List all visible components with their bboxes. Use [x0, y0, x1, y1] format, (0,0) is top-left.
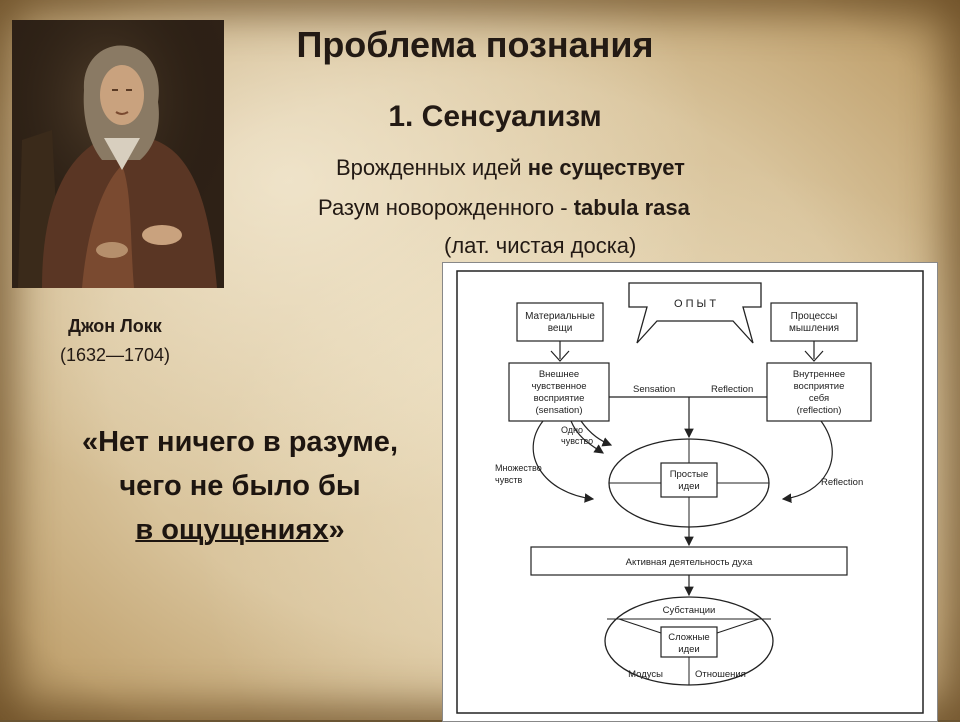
- ellipse-divider: [716, 618, 760, 634]
- page-title: Проблема познания: [296, 24, 654, 65]
- author-caption: Джон Локк (1632—1704): [10, 316, 220, 366]
- statement-text: Врожденных идей: [336, 155, 528, 180]
- internal-perception-line4: (reflection): [797, 405, 842, 416]
- material-things-line1: Материальные: [525, 311, 595, 322]
- substances-label: Субстанции: [663, 605, 716, 616]
- one-sense-line2: чувство: [561, 436, 593, 446]
- john-locke-portrait: [12, 20, 224, 288]
- reflection-right-label: Reflection: [821, 477, 863, 488]
- statement-emphasis: не существует: [527, 155, 685, 180]
- one-sense-arrow-icon: [580, 420, 613, 447]
- active-mind-label: Активная деятельность духа: [626, 557, 753, 568]
- author-years: (1632—1704): [59, 345, 171, 365]
- internal-perception-box: [766, 362, 872, 422]
- material-things-box: [516, 302, 604, 342]
- experience-box: [628, 282, 762, 344]
- complex-ideas-box: [660, 626, 718, 658]
- statement-translation: (лат. чистая доска): [444, 233, 637, 258]
- statement-no-innate-ideas: Врожденных идей не существует: [336, 155, 685, 181]
- relations-label: Отношения: [695, 669, 746, 680]
- many-senses-line2: чувств: [495, 475, 522, 485]
- internal-perception-line1: Внутреннее: [793, 369, 845, 380]
- material-things-line2: вещи: [548, 323, 573, 334]
- internal-perception-line2: восприятие: [794, 381, 845, 392]
- reflection-label: Reflection: [711, 384, 753, 395]
- quote-underlined: в ощущениях: [135, 514, 329, 546]
- simple-ideas-line1: Простые: [670, 469, 709, 480]
- statement-text: Разум новорожденного -: [318, 195, 574, 220]
- modes-label: Модусы: [628, 669, 663, 680]
- ellipse-divider: [618, 618, 662, 634]
- thinking-processes-line2: мышления: [789, 323, 839, 334]
- internal-perception-line3: себя: [809, 393, 829, 404]
- author-name: Джон Локк: [68, 316, 162, 336]
- sensation-label: Sensation: [633, 384, 675, 395]
- many-senses-arrow-icon: [532, 420, 595, 503]
- experience-label: О П Ы Т: [674, 298, 716, 310]
- thinking-processes-box: [770, 302, 858, 342]
- section-subtitle: 1. Сенсуализм: [388, 100, 602, 133]
- quote-line-2: чего не было бы: [119, 470, 361, 502]
- external-perception-line4: (sensation): [536, 405, 583, 416]
- quote-line-3: в ощущениях»: [30, 508, 450, 552]
- arrow-down-icon: [804, 341, 824, 362]
- complex-ideas-line2: идеи: [678, 644, 699, 655]
- thinking-processes-line1: Процессы: [791, 311, 838, 322]
- external-perception-box: [508, 362, 610, 422]
- quote-end: »: [328, 514, 345, 546]
- external-perception-line3: восприятие: [534, 393, 585, 404]
- reflection-arrow-icon: [781, 420, 833, 503]
- simple-ideas-line2: идеи: [678, 481, 699, 492]
- arrow-down-icon: [550, 341, 570, 362]
- many-senses-line1: Множество: [495, 463, 542, 473]
- locke-quote: «Нет ничего в разуме, чего не было бы в …: [30, 420, 450, 552]
- simple-ideas-box: [660, 462, 718, 498]
- one-sense-arrow-icon: [570, 420, 604, 454]
- active-mind-box: [530, 546, 848, 576]
- external-perception-line2: чувственное: [531, 381, 586, 392]
- external-perception-line1: Внешнее: [539, 369, 579, 380]
- diagram-border: [456, 270, 924, 714]
- quote-line-1: «Нет ничего в разуме,: [81, 426, 398, 458]
- one-sense-line1: Одно: [561, 425, 583, 435]
- statement-emphasis: tabula rasa: [573, 195, 690, 220]
- complex-ideas-line1: Сложные: [668, 632, 709, 643]
- statement-tabula-rasa: Разум новорожденного - tabula rasa: [318, 195, 690, 221]
- cognition-diagram: О П Ы Т Материальные вещи Процессы мышле…: [442, 262, 938, 722]
